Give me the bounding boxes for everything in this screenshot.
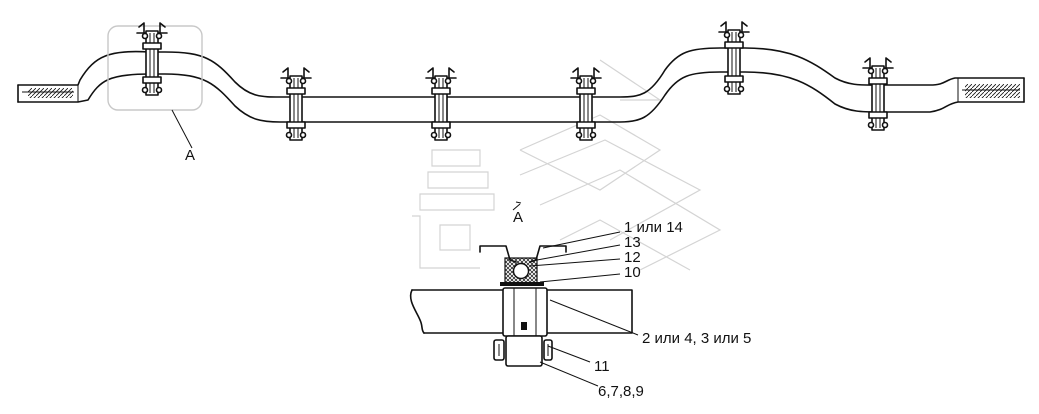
pipe-clamp: [570, 67, 602, 141]
pipe-clamp: [425, 67, 457, 141]
callout-leaders-detail: [529, 231, 621, 283]
callout-leaders-side: [539, 299, 639, 387]
callout-parts-6-7-8-9: 6,7,8,9: [598, 383, 644, 400]
callout-parts-2-4-3-5: 2 или 4, 3 или 5: [642, 330, 751, 347]
callout-part-1-14: 1 или 14: [624, 219, 683, 236]
callout-part-12: 12: [624, 249, 641, 266]
detail-clamp-section: [479, 245, 567, 286]
section-a-label: А: [513, 209, 523, 226]
view-a-frame: [107, 25, 203, 149]
pipe-clamp: [280, 67, 312, 141]
beam-side-view: [409, 287, 633, 367]
pipe-clamp: [718, 21, 750, 95]
pipe-clamp: [136, 22, 168, 96]
pipe-clamp: [862, 57, 894, 131]
axle-tube: [17, 47, 1025, 123]
view-a-label: А: [185, 147, 195, 164]
callout-part-11: 11: [594, 358, 610, 375]
callout-part-13: 13: [624, 234, 641, 251]
section-a-indicator: [512, 201, 522, 211]
background-watermark: [412, 59, 722, 271]
callout-part-10: 10: [624, 264, 641, 281]
